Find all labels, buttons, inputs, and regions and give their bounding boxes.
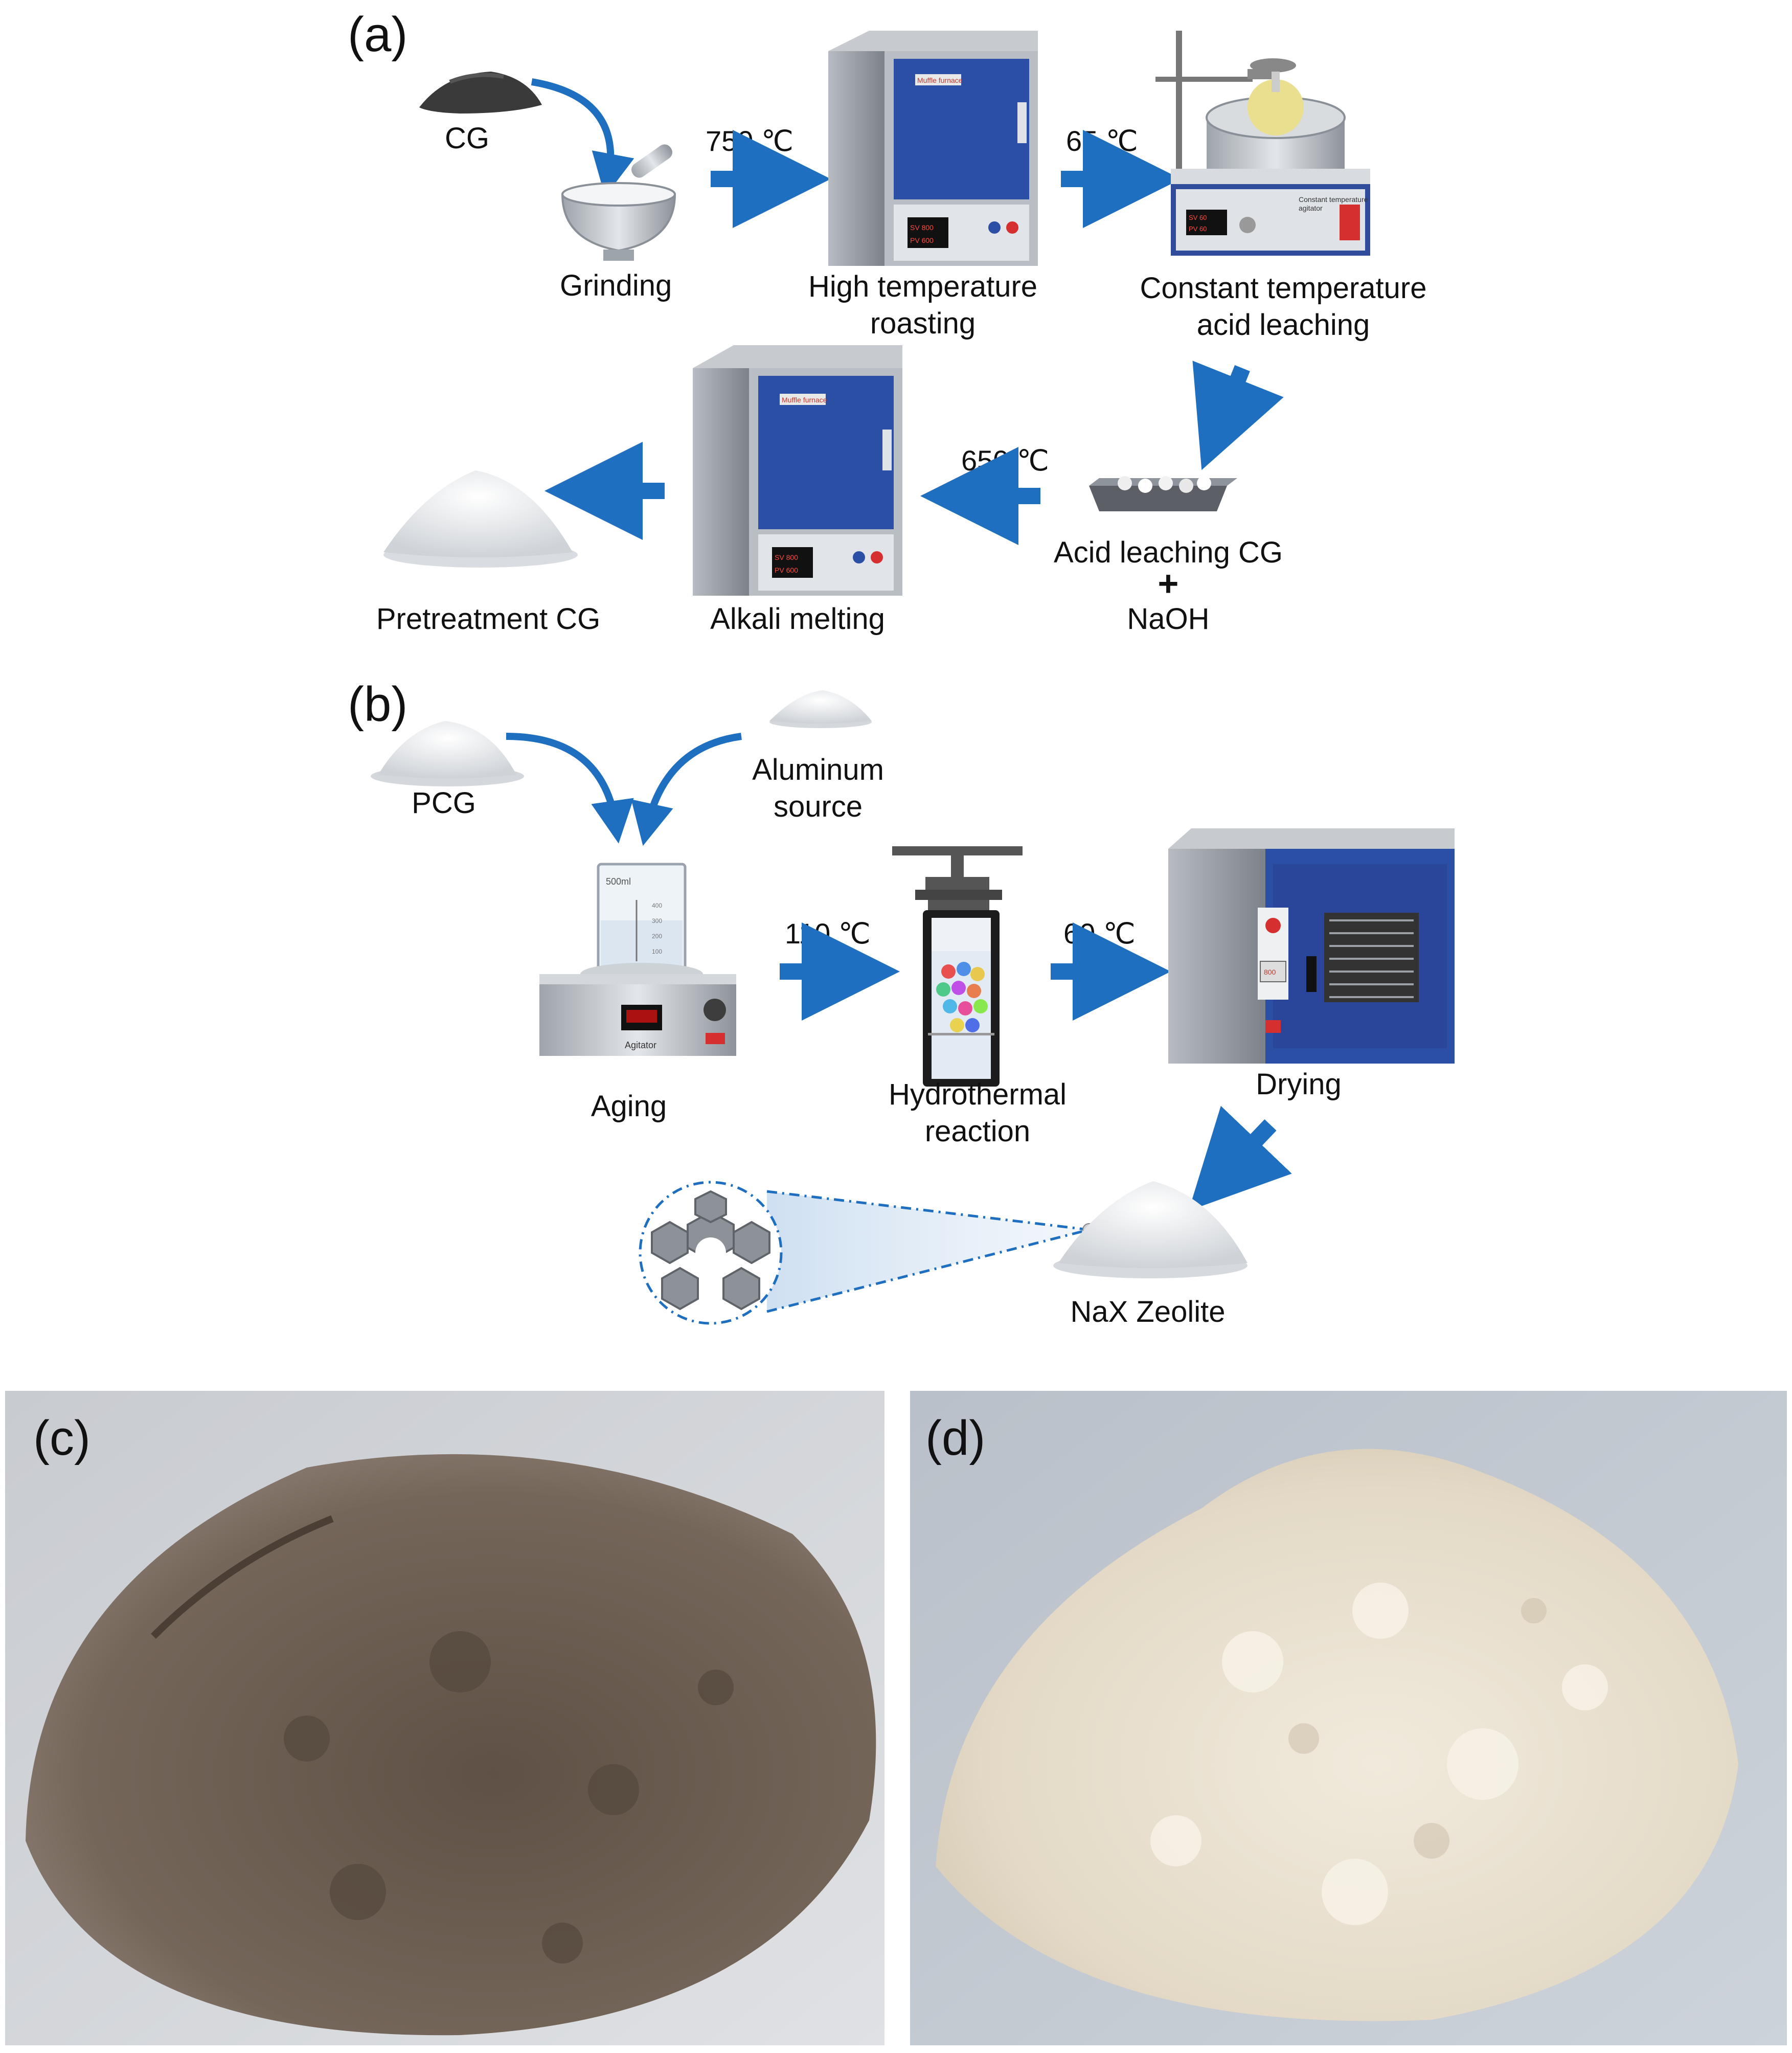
mortar-pestle-icon: [561, 144, 676, 261]
heating-mantle-agitator-icon: Constant temperature agitator SV 60 PV 6…: [1155, 31, 1370, 256]
temp-750-label: 750 ℃: [706, 125, 793, 157]
svg-text:Agitator: Agitator: [625, 1040, 656, 1050]
leaching-label-line1: Constant temperature: [1140, 272, 1427, 305]
zeolite-structure-magnifier-icon: [639, 1181, 1096, 1325]
pcg-label: PCG: [412, 786, 476, 820]
photo-panel-c: [5, 1391, 884, 2045]
pretreatment-cg-label: Pretreatment CG: [376, 602, 600, 636]
svg-text:SV 60: SV 60: [1189, 214, 1207, 221]
arrow-down-left-icon: [1192, 360, 1284, 470]
svg-text:Muffle furnace: Muffle furnace: [917, 76, 963, 84]
panel-label-d: (d): [925, 1411, 985, 1465]
nax-zeolite-pile-icon: [1053, 1181, 1247, 1278]
naoh-label: NaOH: [1127, 602, 1209, 636]
alkali-melting-label: Alkali melting: [710, 602, 885, 636]
acid-leaching-cg-label: Acid leaching CG: [1054, 536, 1283, 569]
arrow-down-left-icon: [1188, 1106, 1292, 1211]
hydrothermal-autoclave-icon: [892, 846, 1023, 1087]
roasting-label-line2: roasting: [870, 307, 976, 340]
svg-text:400: 400: [652, 902, 662, 909]
svg-text:SV 800: SV 800: [775, 553, 798, 561]
aluminum-source-label-line2: source: [774, 790, 863, 823]
drying-oven-icon: 800: [1168, 828, 1455, 1064]
roasting-label-line1: High temperature: [808, 270, 1037, 303]
pcg-pile-icon: [371, 721, 524, 786]
svg-text:800: 800: [1264, 968, 1276, 976]
panel-label-a: (a): [348, 7, 407, 62]
temp-110-label: 110 ℃: [785, 917, 871, 950]
hydrothermal-label-line1: Hydrothermal: [889, 1078, 1067, 1111]
temp-60-label: 60 ℃: [1063, 917, 1136, 950]
nax-zeolite-label: NaX Zeolite: [1070, 1295, 1225, 1328]
cg-pile-icon: [419, 72, 542, 114]
cg-label: CG: [445, 122, 489, 155]
curved-arrow-icon: [506, 733, 634, 844]
curved-arrow-icon: [531, 78, 634, 197]
svg-text:Constant temperature: Constant temperature: [1299, 195, 1368, 204]
svg-text:300: 300: [652, 917, 662, 924]
temp-650-label: 650 ℃: [961, 444, 1049, 477]
svg-text:SV 800: SV 800: [910, 223, 934, 232]
photo-panel-d: [910, 1391, 1787, 2045]
svg-text:500ml: 500ml: [606, 876, 631, 887]
drying-label: Drying: [1256, 1068, 1342, 1101]
plus-label: +: [1158, 563, 1179, 603]
aging-label: Aging: [591, 1090, 667, 1123]
svg-text:PV 600: PV 600: [775, 566, 798, 574]
svg-text:100: 100: [652, 948, 662, 955]
svg-text:200: 200: [652, 933, 662, 940]
muffle-furnace-icon: Muffle furnace SV 800 PV 600: [693, 345, 902, 596]
hydrothermal-label-line2: reaction: [925, 1115, 1030, 1148]
svg-text:agitator: agitator: [1299, 204, 1323, 212]
muffle-furnace-icon: Muffle furnace SV 800 PV 600: [828, 31, 1038, 266]
leaching-label-line2: acid leaching: [1197, 308, 1370, 342]
svg-text:Muffle furnace: Muffle furnace: [782, 396, 827, 404]
temp-65-label: 65 ℃: [1066, 125, 1138, 157]
aluminum-source-label-line1: Aluminum: [752, 753, 884, 786]
panel-label-b: (b): [348, 677, 407, 732]
white-powder-pile-icon: [383, 470, 578, 568]
curved-arrow-icon: [631, 733, 742, 846]
beaker-stirrer-icon: 500ml 400 300 200 100 Agitator: [539, 863, 736, 1056]
grinding-label: Grinding: [560, 269, 672, 302]
crucible-tray-icon: [1089, 476, 1237, 511]
aluminum-powder-pile-icon: [769, 690, 872, 728]
svg-text:PV 600: PV 600: [910, 236, 934, 244]
panel-label-c: (c): [33, 1411, 90, 1465]
svg-text:PV 60: PV 60: [1189, 225, 1207, 233]
